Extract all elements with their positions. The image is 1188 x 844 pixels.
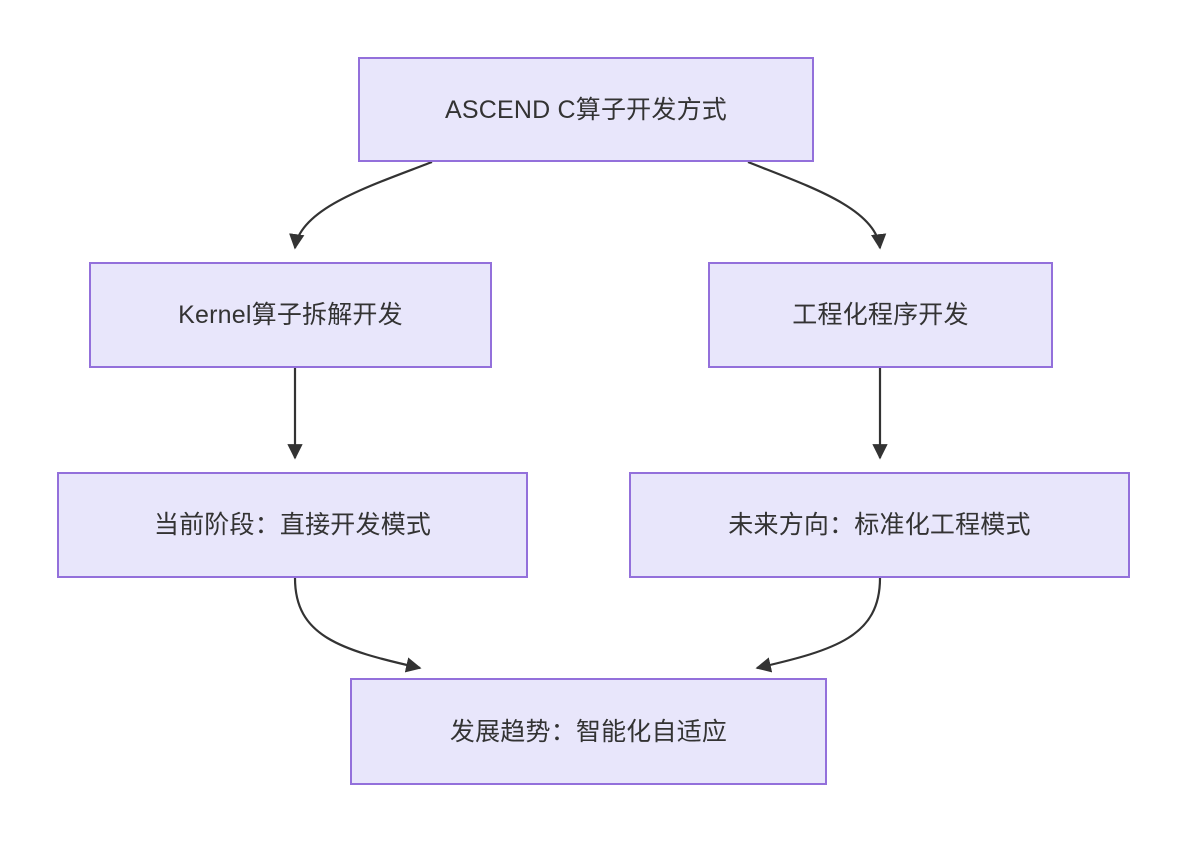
edge-cur-to-trend: [293, 577, 422, 673]
node-kernel-operator-decomposition[interactable]: Kernel算子拆解开发: [89, 262, 492, 368]
node-label: ASCEND C算子开发方式: [445, 95, 727, 124]
node-future-direction-standardized-engineering[interactable]: 未来方向：标准化工程模式: [629, 472, 1130, 578]
node-ascend-c-operator-development[interactable]: ASCEND C算子开发方式: [358, 57, 814, 162]
node-label: Kernel算子拆解开发: [178, 301, 403, 329]
node-label: 未来方向：标准化工程模式: [728, 511, 1031, 539]
node-engineering-program-development[interactable]: 工程化程序开发: [708, 262, 1053, 368]
node-current-stage-direct-development[interactable]: 当前阶段：直接开发模式: [57, 472, 528, 578]
node-label: 工程化程序开发: [792, 301, 969, 329]
node-label: 发展趋势：智能化自适应: [449, 717, 728, 746]
node-development-trend-intelligent-adaptive[interactable]: 发展趋势：智能化自适应: [350, 678, 827, 785]
node-label: 当前阶段：直接开发模式: [153, 511, 432, 539]
edge-root-to-eng: [747, 160, 887, 250]
edge-fut-to-trend: [755, 577, 882, 673]
edge-root-to-kernel: [289, 160, 433, 250]
